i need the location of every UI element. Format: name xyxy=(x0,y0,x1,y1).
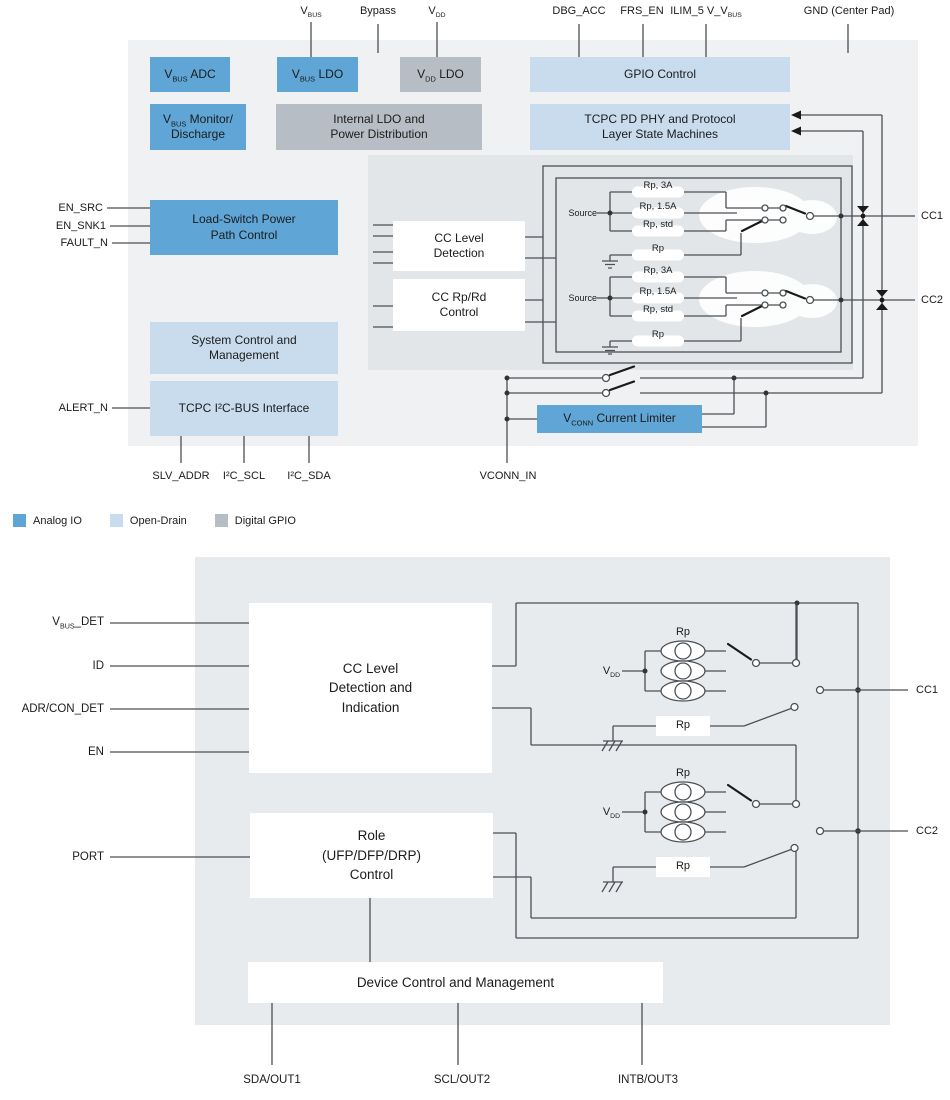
block-vbus-ldo: VBUS LDO xyxy=(277,57,358,92)
pin-alert-n: ALERT_N xyxy=(58,402,108,414)
pin-port: PORT xyxy=(72,851,104,863)
pin-ilim-5v-vbus: ILIM_5 V_VBUS xyxy=(670,5,742,20)
pin-bypass: Bypass xyxy=(359,5,397,17)
block-tcpc-pd-phy: TCPC PD PHY and Protocol Layer State Mac… xyxy=(530,104,790,150)
rp-15a-label-cc2: Rp, 1.5A xyxy=(639,286,677,297)
block-vconn-limiter: VCONN Current Limiter xyxy=(537,405,702,433)
cc2-label-d1: CC2 xyxy=(921,294,944,306)
digital-gpio-swatch xyxy=(214,514,228,527)
legend-analog-io: Analog IO xyxy=(13,514,82,527)
d1-vconn-switch-rows xyxy=(504,365,882,463)
block-device-control: Device Control and Management xyxy=(248,962,663,1003)
block-load-switch: Load-Switch Power Path Control xyxy=(150,200,338,255)
pin-vdd: VDD xyxy=(428,5,446,20)
d2-wires xyxy=(110,600,861,1065)
vdd-label-cc1: VDD xyxy=(602,665,620,680)
pin-en-src: EN_SRC xyxy=(58,202,103,214)
pin-i2c-sda: I²C_SDA xyxy=(287,470,331,482)
block-vbus-adc: VBUS ADC xyxy=(150,57,230,92)
pin-i2c-scl: I²C_SCL xyxy=(222,470,266,482)
pin-sda-out1: SDA/OUT1 xyxy=(243,1074,301,1086)
pin-vbus-det: VBUS_DET xyxy=(52,616,104,631)
cc2-label-d2: CC2 xyxy=(916,825,939,837)
rp-std-label-cc2: Rp, std xyxy=(642,304,674,315)
rp-label-cc1-pullup: Rp xyxy=(675,626,691,638)
pin-en: EN xyxy=(88,746,104,758)
pin-vbus: VBUS xyxy=(300,5,322,20)
d1-switch-halos xyxy=(699,187,837,327)
cc1-label-d1: CC1 xyxy=(921,210,944,222)
pin-vconn-in: VCONN_IN xyxy=(479,470,537,482)
block-gpio-control: GPIO Control xyxy=(530,57,790,92)
analog-io-swatch xyxy=(13,514,26,527)
rp-3a-label-cc2: Rp, 3A xyxy=(643,265,673,276)
legend-open-drain: Open-Drain xyxy=(109,514,187,527)
block-cc-rprd-control: CC Rp/Rd Control xyxy=(393,279,525,331)
open-drain-swatch xyxy=(109,514,123,527)
pin-frs-en: FRS_EN xyxy=(620,5,664,17)
block-system-control: System Control and Management xyxy=(150,322,338,374)
block-cc-level-detection: CC Level Detection xyxy=(393,221,525,271)
rp-std-label-cc1: Rp, std xyxy=(642,219,674,230)
rp-label-cc2-pulldown: Rp xyxy=(675,860,691,872)
legend: Analog IO Open-Drain Digital GPIO xyxy=(13,514,314,527)
pin-intb-out3: INTB/OUT3 xyxy=(617,1074,679,1086)
rp-label-cc2-pullup: Rp xyxy=(675,767,691,779)
block-vdd-ldo: VDD LDO xyxy=(400,57,481,92)
rp-label-cc1: Rp xyxy=(651,243,665,254)
pin-scl-out2: SCL/OUT2 xyxy=(433,1074,491,1086)
rp-label-cc2: Rp xyxy=(651,329,665,340)
source-label-cc2: Source xyxy=(568,293,597,303)
pin-dbg-acc: DBG_ACC xyxy=(552,5,606,17)
block-internal-ldo: Internal LDO and Power Distribution xyxy=(276,104,482,150)
d2-cc1-network xyxy=(601,603,908,752)
d1-cc2-channel xyxy=(597,271,915,355)
d2-cc2-network xyxy=(531,744,908,893)
pin-id: ID xyxy=(92,660,105,672)
pin-adr-con-det: ADR/CON_DET xyxy=(21,703,104,715)
cc1-label-d2: CC1 xyxy=(916,684,939,696)
source-label-cc1: Source xyxy=(568,208,597,218)
block-cc-level-detection-indication: CC Level Detection and Indication xyxy=(249,603,492,773)
rp-3a-label-cc1: Rp, 3A xyxy=(643,180,673,191)
rp-15a-label-cc1: Rp, 1.5A xyxy=(639,201,677,212)
d1-cc1-channel xyxy=(597,186,915,269)
pin-en-snk1: EN_SNK1 xyxy=(55,220,106,232)
pin-slv-addr: SLV_ADDR xyxy=(152,470,210,482)
legend-digital-gpio: Digital GPIO xyxy=(214,514,296,527)
block-role-control: Role (UFP/DFP/DRP) Control xyxy=(250,813,493,898)
pin-gnd-center-pad: GND (Center Pad) xyxy=(803,5,895,17)
cc-diode-symbols xyxy=(791,110,888,310)
block-i2c-interface: TCPC I²C-BUS Interface xyxy=(150,381,338,436)
vdd-label-cc2: VDD xyxy=(602,806,620,821)
pin-fault-n: FAULT_N xyxy=(60,237,108,249)
rp-label-cc1-pulldown: Rp xyxy=(675,719,691,731)
block-vbus-monitor-discharge: VBUS Monitor/ Discharge xyxy=(150,104,246,150)
d1-wires xyxy=(107,22,883,463)
